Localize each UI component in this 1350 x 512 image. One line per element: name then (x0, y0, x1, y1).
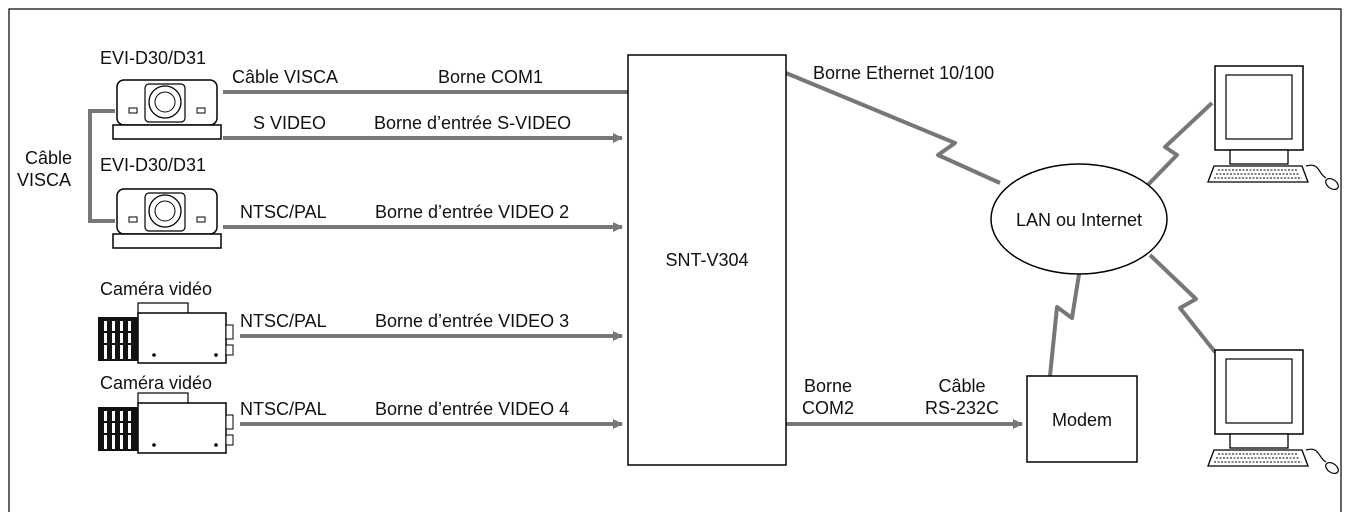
modem-label: Modem (1052, 410, 1112, 430)
com2-label-line2: COM2 (802, 398, 854, 418)
com2-label-line1: Borne (804, 376, 852, 396)
svideo-input-label: Borne d’entrée S-VIDEO (374, 113, 571, 133)
rs232-label-line1: Câble (938, 376, 985, 396)
com1-label: Borne COM1 (438, 67, 543, 87)
visca-cable-label: Câble VISCA (232, 67, 338, 87)
ntsc-pal-4-label: NTSC/PAL (240, 399, 327, 419)
ethernet-link (786, 73, 1000, 183)
network-label: LAN ou Internet (1016, 210, 1142, 230)
video2-input-label: Borne d’entrée VIDEO 2 (375, 202, 569, 222)
video-camera-1-label: Caméra vidéo (100, 279, 212, 299)
evi-camera-1-icon (113, 80, 221, 139)
evi-camera-1-label: EVI-D30/D31 (100, 48, 206, 68)
ntsc-pal-2-label: NTSC/PAL (240, 202, 327, 222)
computer-1-icon (1208, 66, 1340, 192)
hub-label: SNT-V304 (665, 250, 748, 270)
visca-left-label-line2: VISCA (17, 170, 71, 190)
evi-camera-2-label: EVI-D30/D31 (100, 155, 206, 175)
video-camera-1-icon (98, 303, 233, 363)
computer-2-icon (1208, 350, 1340, 476)
rs232-label-line2: RS-232C (925, 398, 999, 418)
modem-link (1050, 268, 1080, 376)
ntsc-pal-3-label: NTSC/PAL (240, 311, 327, 331)
svideo-label: S VIDEO (253, 113, 326, 133)
ethernet-label: Borne Ethernet 10/100 (813, 63, 994, 83)
evi-camera-2-icon (113, 189, 221, 248)
video-camera-2-label: Caméra vidéo (100, 373, 212, 393)
visca-left-label-line1: Câble (25, 148, 72, 168)
pc1-link (1136, 103, 1212, 197)
video4-input-label: Borne d’entrée VIDEO 4 (375, 399, 569, 419)
pc2-link (1150, 255, 1215, 352)
video-camera-2-icon (98, 393, 233, 453)
video3-input-label: Borne d’entrée VIDEO 3 (375, 311, 569, 331)
